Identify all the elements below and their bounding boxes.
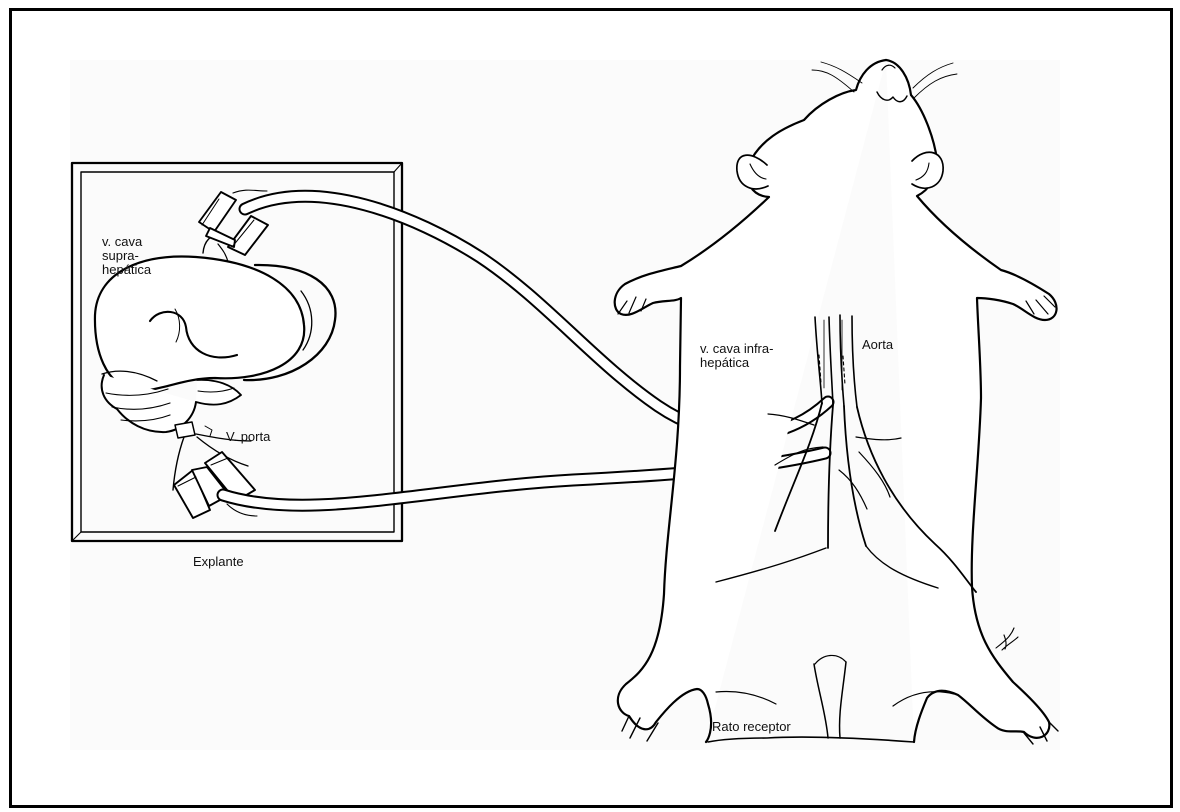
explante-label: Explante [193,555,244,569]
v-cava-supra-line-3: hepática [102,263,168,277]
v-cava-infra-hepatica-label: v. cava infra- hepática [700,342,800,370]
v-cava-infra-line-1: v. cava infra- [700,342,800,356]
v-porta-label: V. porta [226,430,270,444]
v-cava-infra-line-2: hepática [700,356,800,370]
aorta-label: Aorta [862,338,893,352]
v-cava-supra-line-1: v. cava [102,235,168,249]
v-cava-supra-line-2: supra- [102,249,168,263]
rato-receptor-label: Rato receptor [712,720,791,734]
artist-signature [996,628,1018,650]
v-cava-supra-hepatica-label: v. cava supra- hepática [102,235,168,277]
rat-body [615,60,1058,744]
